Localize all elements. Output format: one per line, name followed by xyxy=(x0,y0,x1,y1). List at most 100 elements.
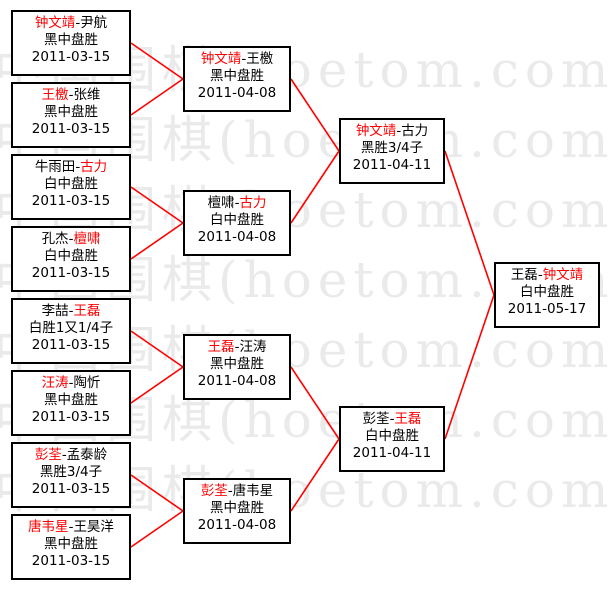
player-white: 古力 xyxy=(401,123,429,139)
player-white: 孟泰龄 xyxy=(66,447,108,463)
connector-line xyxy=(290,78,340,152)
player-white: 王磊 xyxy=(394,411,422,427)
match-players: 彭荃-王磊 xyxy=(341,411,443,428)
connector-line xyxy=(130,366,184,404)
player-separator: - xyxy=(61,447,67,463)
match-result: 黑中盘胜 xyxy=(210,68,264,84)
player-black: 王檄 xyxy=(41,87,69,103)
player-white: 檀啸 xyxy=(73,231,101,247)
player-separator: - xyxy=(68,87,74,103)
match-result: 白中盘胜 xyxy=(44,176,98,192)
match-result: 黑胜3/4子 xyxy=(39,464,103,480)
match-date: 2011-04-08 xyxy=(197,517,277,533)
match-result: 黑中盘胜 xyxy=(210,500,264,516)
match-players: 王檄-张维 xyxy=(13,87,129,104)
match-result: 黑中盘胜 xyxy=(210,356,264,372)
player-white: 钟文靖 xyxy=(542,267,584,283)
connector-line xyxy=(130,186,184,224)
player-black: 彭荃 xyxy=(362,411,390,427)
match-result: 黑胜3/4子 xyxy=(360,140,424,156)
player-white: 古力 xyxy=(80,159,108,175)
match-result: 黑中盘胜 xyxy=(44,536,98,552)
match-players: 唐韦星-王昊洋 xyxy=(13,519,129,536)
match-result: 黑中盘胜 xyxy=(44,392,98,408)
player-separator: - xyxy=(234,339,240,355)
match-result: 白中盘胜 xyxy=(210,212,264,228)
player-black: 牛雨田 xyxy=(34,159,76,175)
player-black: 钟文靖 xyxy=(355,123,397,139)
match-date: 2011-04-08 xyxy=(197,373,277,389)
player-black: 檀啸 xyxy=(207,195,235,211)
player-white: 汪涛 xyxy=(239,339,267,355)
match-date: 2011-03-15 xyxy=(31,553,111,569)
match-result: 黑中盘胜 xyxy=(44,104,98,120)
match-players: 孔杰-檀啸 xyxy=(13,231,129,248)
match-result: 白中盘胜 xyxy=(520,284,574,300)
player-separator: - xyxy=(68,519,74,535)
connector-line xyxy=(130,42,184,80)
match-result: 黑中盘胜 xyxy=(44,32,98,48)
match-result: 白中盘胜 xyxy=(44,248,98,264)
match-players: 钟文靖-古力 xyxy=(341,123,443,140)
connector-line xyxy=(130,330,184,368)
match-players: 汪涛-陶忻 xyxy=(13,375,129,392)
connector-line xyxy=(290,150,340,224)
player-separator: - xyxy=(68,303,74,319)
player-white: 张维 xyxy=(73,87,101,103)
connector-line xyxy=(130,222,184,260)
player-white: 古力 xyxy=(239,195,267,211)
player-separator: - xyxy=(537,267,543,283)
match-players: 李喆-王磊 xyxy=(13,303,129,320)
player-white: 尹航 xyxy=(80,15,108,31)
connector-line xyxy=(130,78,184,116)
connector-line xyxy=(130,510,184,548)
connector-line xyxy=(130,474,184,512)
player-black: 李喆 xyxy=(41,303,69,319)
player-separator: - xyxy=(75,15,81,31)
match-date: 2011-03-15 xyxy=(31,121,111,137)
player-white: 王磊 xyxy=(73,303,101,319)
match-players: 钟文靖-尹航 xyxy=(13,15,129,32)
player-separator: - xyxy=(227,483,233,499)
player-black: 王磊 xyxy=(510,267,538,283)
player-black: 汪涛 xyxy=(41,375,69,391)
player-white: 王檄 xyxy=(246,51,274,67)
match-date: 2011-04-08 xyxy=(197,229,277,245)
match-date: 2011-04-08 xyxy=(197,85,277,101)
match-date: 2011-03-15 xyxy=(31,49,111,65)
connector-line xyxy=(444,150,495,296)
player-separator: - xyxy=(75,159,81,175)
match-date: 2011-03-15 xyxy=(31,193,111,209)
match-result: 白中盘胜 xyxy=(365,428,419,444)
player-separator: - xyxy=(241,51,247,67)
match-players: 钟文靖-王檄 xyxy=(185,51,289,68)
player-separator: - xyxy=(234,195,240,211)
match-date: 2011-04-11 xyxy=(352,445,432,461)
player-black: 彭荃 xyxy=(200,483,228,499)
match-players: 彭荃-孟泰龄 xyxy=(13,447,129,464)
match-players: 牛雨田-古力 xyxy=(13,159,129,176)
connector-line xyxy=(290,438,340,512)
match-players: 王磊-钟文靖 xyxy=(496,267,598,284)
match-date: 2011-03-15 xyxy=(31,409,111,425)
player-white: 陶忻 xyxy=(73,375,101,391)
player-black: 彭荃 xyxy=(34,447,62,463)
match-date: 2011-03-15 xyxy=(31,265,111,281)
match-players: 檀啸-古力 xyxy=(185,195,289,212)
